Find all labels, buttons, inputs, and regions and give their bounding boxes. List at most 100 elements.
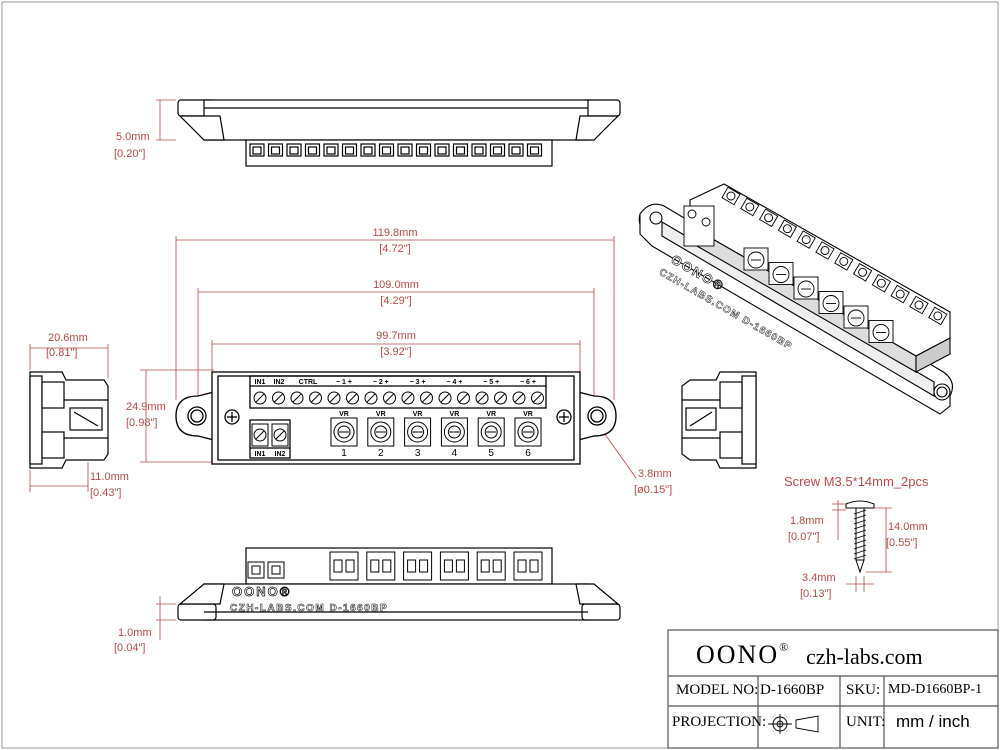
iso-terminal-screw	[876, 278, 886, 288]
dim-119-label: 119.8mm	[372, 227, 417, 239]
top-terminal-cell	[249, 143, 265, 157]
tb-unit-label: UNIT:	[846, 714, 886, 730]
label-in2-bottom: IN2	[275, 451, 286, 458]
tb-site: czh-labs.com	[806, 644, 923, 669]
terminal-screw-slot	[459, 393, 468, 403]
bottom-channel-slot	[492, 559, 502, 573]
dim-11-inch: [0.43"]	[90, 487, 121, 499]
bottom-channel-slot	[407, 559, 417, 573]
top-terminal-slot	[344, 146, 355, 155]
dim-109-label: 109.0mm	[373, 279, 419, 291]
dim-screw-dia-inch: [0.13"]	[800, 588, 831, 600]
screw-thread-line	[853, 519, 867, 525]
top-terminal-cell	[489, 143, 506, 157]
dim-screw-head-label: 1.8mm	[790, 515, 824, 527]
pot-label: VR	[339, 411, 349, 418]
bottom-channel-slot	[370, 559, 380, 573]
top-terminal-cell	[471, 143, 487, 157]
terminal-screw-slot	[329, 393, 339, 403]
channel-label-4: − 4 +	[446, 379, 462, 386]
dim-99-inch: [3.92"]	[380, 346, 411, 358]
top-terminal-slot	[252, 146, 262, 155]
top-terminal-slot	[363, 146, 373, 155]
bottom-channel-slot	[455, 559, 465, 573]
screw-drawing	[845, 500, 875, 574]
tb-model-label: MODEL NO:	[676, 682, 759, 698]
top-terminal-cell	[415, 143, 432, 157]
bottom-channel-slot	[333, 559, 343, 573]
iso-terminal-screw	[914, 300, 924, 310]
top-terminal-slot	[400, 146, 410, 155]
terminal-screw-slot	[385, 393, 394, 403]
pot-label: VR	[486, 411, 496, 418]
label-in2: IN2	[274, 379, 285, 386]
top-terminal-slot	[289, 146, 299, 155]
screw-dims	[832, 500, 892, 592]
bottom-model-line: CZH-LABS.COM D-1660BP	[230, 603, 388, 614]
bottom-body	[203, 583, 589, 621]
top-terminal-slot	[381, 146, 392, 155]
top-terminal-cell	[341, 143, 358, 157]
iso-terminal-screw	[782, 224, 792, 234]
left-side-view	[29, 371, 109, 469]
tb-unit-value: mm / inch	[896, 712, 970, 731]
bottom-brand: OONO®	[232, 584, 291, 599]
terminal-screw-slot	[440, 393, 450, 403]
terminal-screw-slot	[422, 393, 431, 403]
screw-thread-line	[853, 529, 867, 535]
terminal-screw-slot	[514, 393, 524, 403]
tb-model-value: D-1660BP	[760, 682, 825, 698]
dim-1mm-label: 1.0mm	[118, 627, 152, 639]
iso-terminal-screw	[820, 246, 830, 255]
bottom-channel-slot	[382, 559, 392, 573]
tb-brand: OONO®	[696, 640, 790, 670]
dim-24-label: 24.9mm	[126, 401, 166, 413]
bottom-input-slot	[251, 565, 261, 575]
iso-terminal-screw	[895, 289, 905, 299]
screw-thread-line	[853, 539, 867, 545]
label-in1: IN1	[255, 379, 266, 386]
bottom-channel-slot	[529, 559, 539, 573]
top-terminal-slot	[326, 146, 336, 155]
terminal-screw-slot	[311, 393, 320, 403]
terminal-screw-slot	[292, 393, 302, 403]
top-terminal-slot	[455, 146, 466, 155]
input-terminal-slot	[255, 430, 265, 440]
terminal-screw-slot	[496, 393, 505, 403]
iso-input-screw	[701, 217, 711, 227]
right-side-view	[681, 371, 757, 469]
top-terminal-cell	[286, 143, 302, 157]
bottom-channel-slot	[480, 559, 490, 573]
terminal-screw-slot	[477, 393, 487, 403]
bottom-channel-slot	[517, 559, 527, 573]
channel-label-5: − 5 +	[483, 379, 499, 386]
iso-terminal-screw	[933, 311, 943, 321]
bottom-channel-slot	[443, 559, 453, 573]
front-dimensions	[140, 236, 637, 479]
dim-5mm-label: 5.0mm	[116, 131, 150, 143]
tb-sku-label: SKU:	[846, 682, 881, 698]
top-terminal-cell	[508, 143, 524, 157]
bottom-terminal-strip	[245, 547, 553, 585]
screw-thread-line	[853, 554, 867, 560]
channel-number-5: 5	[488, 448, 494, 459]
input-terminal-slot	[275, 430, 285, 440]
top-terminal-cell	[434, 143, 450, 157]
screw-thread-line	[853, 524, 867, 530]
screw-thread-line	[853, 544, 867, 550]
terminal-screw-slot	[366, 393, 376, 403]
top-terminal-cell	[323, 143, 339, 157]
top-terminal-cell	[526, 143, 543, 157]
pot-label: VR	[376, 411, 386, 418]
top-terminal-slot	[511, 146, 521, 155]
top-terminal-slot	[492, 146, 503, 155]
dim-5mm	[156, 99, 176, 141]
terminal-screw-slot	[274, 393, 283, 403]
channel-label-2: − 2 +	[373, 379, 389, 386]
pot-label: VR	[523, 411, 533, 418]
dim-20-inch: [0.81"]	[46, 347, 77, 359]
terminal-screw-slot	[403, 393, 413, 403]
channel-label-6: − 6 +	[520, 379, 536, 386]
bottom-input-slot	[271, 565, 281, 575]
top-terminal-cell	[304, 143, 321, 157]
